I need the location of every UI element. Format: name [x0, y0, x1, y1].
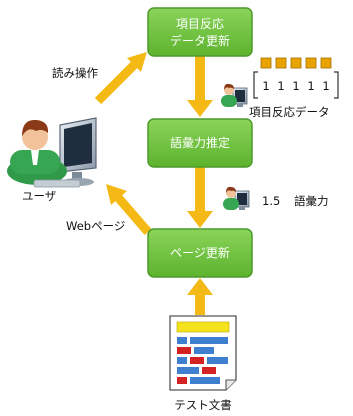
doc-bar: [177, 357, 187, 364]
test-document-label: テスト文書: [174, 398, 232, 412]
vector-marker-2: [275, 57, 287, 69]
arrow-box2-to-box3: [187, 167, 213, 228]
doc-bar: [190, 357, 204, 364]
vector-marker-5: [320, 57, 332, 69]
small-user-icon-2: [223, 186, 250, 210]
doc-bar: [194, 347, 214, 354]
user-label: ユーザ: [22, 189, 56, 203]
item-response-update-box: 項目反応 データ更新: [147, 7, 253, 57]
doc-bar: [202, 367, 216, 374]
small-user-icon-1: [221, 83, 248, 107]
vector-value-3: 1: [292, 79, 299, 93]
box-vocab-estimate-label: 語彙力推定: [170, 135, 230, 150]
box-item-response-line2: データ更新: [170, 33, 230, 48]
vector-value-4: 1: [307, 79, 314, 93]
vector-value-2: 1: [277, 79, 284, 93]
reading-operation-label: 読み操作: [52, 66, 98, 80]
doc-bar: [190, 377, 220, 384]
vocab-name-label: 語彙力: [294, 194, 329, 208]
vector-marker-1: [260, 57, 272, 69]
arrow-user-to-box1: [94, 52, 147, 105]
vector-value-5: 1: [322, 79, 329, 93]
box-item-response-line1: 項目反応: [176, 17, 224, 31]
vector-marker-squares: [260, 57, 332, 69]
user-at-computer-icon: [7, 117, 97, 188]
arrow-doc-to-box3: [187, 278, 213, 315]
doc-bar-title: [176, 321, 230, 333]
doc-bar: [177, 367, 199, 374]
webpage-label: Webページ: [66, 219, 125, 233]
vocab-value-label: 1.5: [262, 194, 280, 208]
vocab-estimate-box: 語彙力推定: [147, 118, 253, 168]
vector-value-1: 1: [262, 79, 269, 93]
vector-marker-3: [290, 57, 302, 69]
arrow-box1-to-box2: [187, 56, 213, 117]
doc-bar: [207, 357, 228, 364]
vector-left-bracket: [253, 71, 258, 99]
doc-bar: [177, 337, 187, 344]
arrow-box3-to-user: [106, 184, 152, 235]
doc-bar: [177, 377, 187, 384]
item-response-data-label: 項目反応データ: [249, 105, 330, 119]
vector-marker-4: [305, 57, 317, 69]
test-document-icon: [169, 315, 237, 391]
doc-bar: [190, 337, 228, 344]
page-update-box: ページ更新: [147, 228, 253, 278]
box-page-update-label: ページ更新: [170, 245, 230, 260]
vector-right-bracket: [334, 71, 339, 99]
doc-bar: [177, 347, 191, 354]
item-response-vector: 1 1 1 1 1: [253, 57, 339, 99]
